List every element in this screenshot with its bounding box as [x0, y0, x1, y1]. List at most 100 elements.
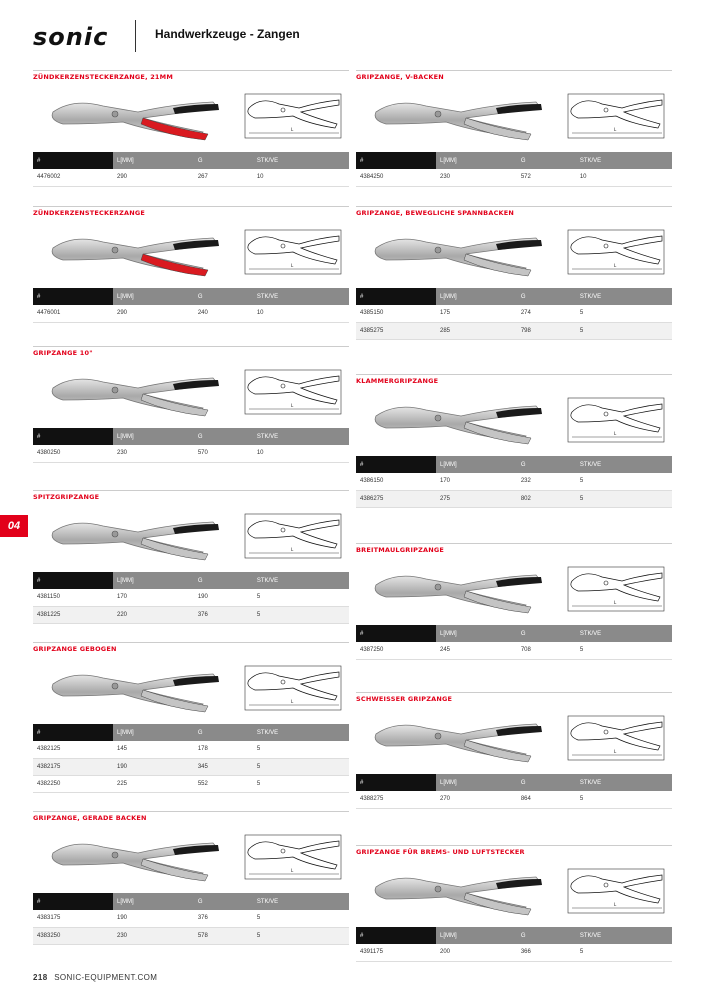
table-header-cell: G: [193, 893, 253, 910]
svg-text:L: L: [614, 431, 617, 436]
technical-drawing: L: [239, 86, 347, 144]
table-cell: 5: [575, 305, 672, 323]
table-header-cell: G: [193, 724, 253, 741]
table-cell: 4387250: [356, 642, 436, 660]
product-photo: [43, 360, 233, 422]
section-title: GRIPZANGE, GERADE BACKEN: [33, 811, 349, 823]
product-photo: [43, 504, 233, 566]
section-title: BREITMAULGRIPZANGE: [356, 543, 672, 555]
table-cell: 5: [575, 944, 672, 962]
table-header-cell: #: [33, 572, 113, 589]
product-section: GRIPZANGE FÜR BREMS- UND LUFTSTECKER L #…: [356, 845, 672, 962]
technical-drawing: L: [239, 506, 347, 564]
table-header-cell: G: [516, 152, 576, 169]
table-cell: 230: [113, 445, 194, 463]
table-header-cell: #: [356, 927, 436, 944]
technical-drawing: L: [239, 827, 347, 885]
table-cell: 570: [193, 445, 253, 463]
table-cell: 5: [252, 758, 349, 776]
table-header-cell: #: [33, 152, 113, 169]
table-cell: 366: [516, 944, 576, 962]
table-cell: 5: [252, 775, 349, 793]
svg-text:L: L: [291, 547, 294, 552]
table-cell: 190: [113, 758, 194, 776]
table-cell: 4382125: [33, 741, 113, 759]
table-header-cell: #: [356, 456, 436, 473]
svg-text:L: L: [614, 600, 617, 605]
table-cell: 178: [193, 741, 253, 759]
product-photo: [43, 825, 233, 887]
table-cell: 10: [252, 305, 349, 323]
table-cell: 4382175: [33, 758, 113, 776]
table-cell: 5: [252, 741, 349, 759]
table-header-cell: G: [193, 572, 253, 589]
table-header-cell: G: [516, 927, 576, 944]
table-cell: 145: [113, 741, 194, 759]
technical-drawing: L: [562, 559, 670, 617]
table-cell: 270: [436, 791, 517, 809]
table-cell: 240: [193, 305, 253, 323]
table-header-cell: #: [356, 288, 436, 305]
product-images: L: [356, 386, 672, 456]
table-header-cell: STK/VE: [252, 288, 349, 305]
table-cell: 376: [193, 910, 253, 928]
page-header: sonic Handwerkzeuge - Zangen: [33, 20, 683, 54]
table-header-cell: G: [516, 625, 576, 642]
table-cell: 170: [113, 589, 194, 607]
table-header-cell: G: [193, 152, 253, 169]
chapter-tab: 04: [0, 515, 28, 537]
table-cell: 4386275: [356, 490, 436, 508]
product-photo: [43, 220, 233, 282]
table-cell: 4384250: [356, 169, 436, 187]
table-cell: 708: [516, 642, 576, 660]
table-cell: 5: [252, 927, 349, 945]
table-header-cell: L[MM]: [436, 288, 517, 305]
table-cell: 225: [113, 775, 194, 793]
product-images: L: [33, 502, 349, 572]
table-cell: 5: [252, 589, 349, 607]
technical-drawing: L: [239, 362, 347, 420]
table-cell: 285: [436, 322, 517, 340]
product-photo: [366, 388, 556, 450]
website-link[interactable]: SONIC-EQUIPMENT.COM: [54, 973, 158, 982]
table-header-cell: STK/VE: [575, 927, 672, 944]
product-photo: [43, 656, 233, 718]
table-cell: 578: [193, 927, 253, 945]
section-title: GRIPZANGE FÜR BREMS- UND LUFTSTECKER: [356, 845, 672, 857]
table-header-cell: STK/VE: [252, 572, 349, 589]
table-cell: 275: [436, 490, 517, 508]
svg-text:L: L: [291, 263, 294, 268]
table-cell: 200: [436, 944, 517, 962]
svg-text:L: L: [614, 263, 617, 268]
section-title: GRIPZANGE, BEWEGLICHE SPANNBACKEN: [356, 206, 672, 218]
table-header-cell: #: [356, 152, 436, 169]
page-footer: 218 SONIC-EQUIPMENT.COM: [33, 973, 157, 982]
table-header-cell: G: [193, 288, 253, 305]
table-header-cell: L[MM]: [436, 625, 517, 642]
section-title: ZÜNDKERZENSTECKERZANGE: [33, 206, 349, 218]
section-title: SCHWEISSER GRIPZANGE: [356, 692, 672, 704]
header-divider: [135, 20, 136, 52]
table-header-cell: L[MM]: [113, 152, 194, 169]
table-header-cell: L[MM]: [113, 893, 194, 910]
table-cell: 5: [252, 910, 349, 928]
